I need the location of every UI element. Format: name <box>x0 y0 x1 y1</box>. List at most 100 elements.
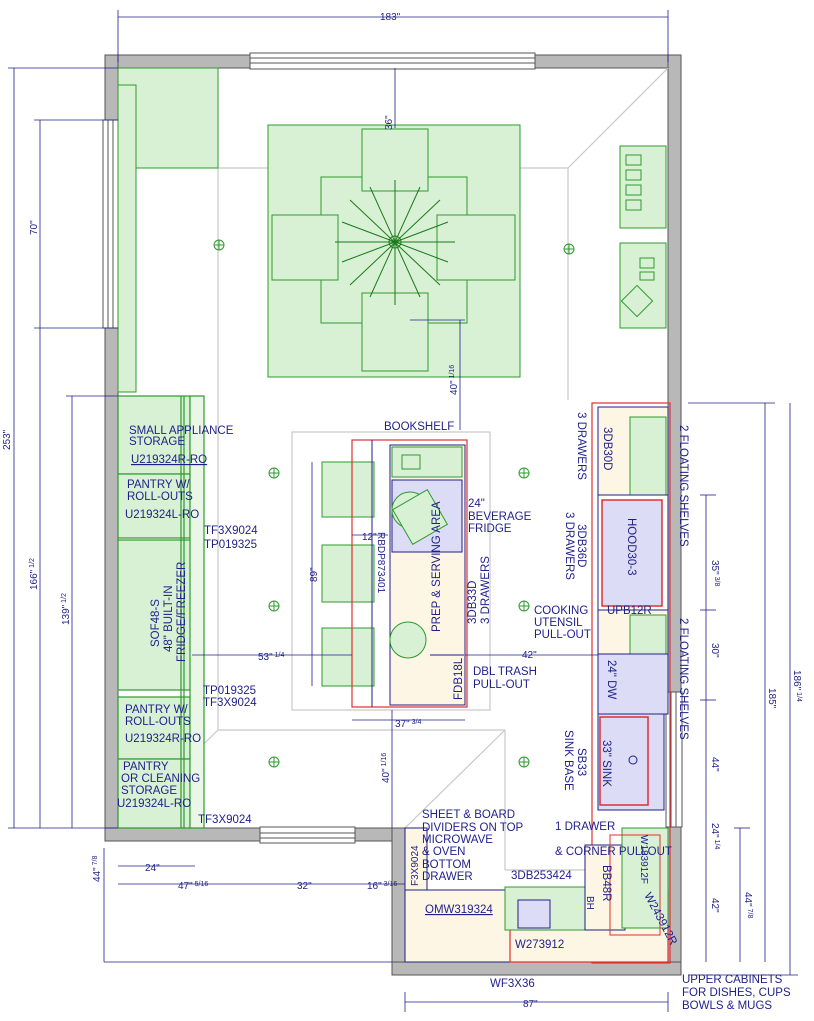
windows <box>102 52 683 844</box>
label-floating-shelves-2: 2 FLOATING SHELVES <box>677 618 689 740</box>
wall-alcove-left <box>391 827 406 976</box>
cleaning-storage-cabinet <box>117 758 191 829</box>
pantry-roll-outs-upper <box>117 473 191 539</box>
label-pullout-2: PULL-OUT <box>534 629 591 641</box>
dim-32: 32" <box>297 881 312 892</box>
label-pull-out: PULL-OUT <box>473 679 530 691</box>
dim-37-fraction: 3/4 <box>410 719 422 726</box>
island-outline <box>291 431 491 711</box>
dim-35: 35" 3/8 <box>709 560 720 586</box>
label-pantry-w: PANTRY W/ <box>127 479 190 491</box>
chair-left <box>271 214 339 281</box>
recessed-lights <box>213 239 575 768</box>
label-drawer: DRAWER <box>422 871 473 883</box>
dim-44: 44" <box>709 757 720 772</box>
label-fridge-freezer: FRIDGE/FREEZER <box>176 562 188 662</box>
label-roll-outs-2: ROLL-OUTS <box>125 716 191 728</box>
label-roll-outs: ROLL-OUTS <box>127 491 193 503</box>
dim-185: 185" <box>766 688 777 709</box>
right-wall-appliances <box>619 145 667 329</box>
label-or-cleaning: OR CLEANING <box>121 773 200 785</box>
shelf-item <box>639 271 655 281</box>
label-sof48-s: SOF48-S <box>150 599 162 647</box>
label-3-drawers-b: 3 DRAWERS <box>563 512 575 580</box>
dining-area <box>117 67 521 393</box>
label-wf3x36: WF3X36 <box>490 978 535 990</box>
chair-right <box>436 214 516 281</box>
dim-44-right: 44" 7/8 <box>742 892 753 918</box>
dim-24-small-fraction: 1/4 <box>713 838 720 850</box>
label-rbdp: RBDP873401 <box>375 532 386 594</box>
dim-47-fraction: 5/16 <box>193 881 209 888</box>
cabinet-run-outline <box>591 402 671 964</box>
label-pantry-w-2: PANTRY W/ <box>125 704 188 716</box>
label-3db253424: 3DB253424 <box>511 870 572 882</box>
left-wall-cabinets <box>117 395 205 829</box>
dim-87: 87" <box>523 999 538 1010</box>
label-dw: 24" DW <box>605 660 617 699</box>
dim-40-bottom-fraction: 1/16 <box>381 753 388 769</box>
label-3-drawers-island: 3 DRAWERS <box>480 556 492 624</box>
light-icon <box>563 243 575 255</box>
label-storage: STORAGE <box>129 436 185 448</box>
dim-left-166: 166" 1/2 <box>29 558 40 590</box>
stool <box>321 544 375 603</box>
wall-bottom-left <box>104 827 261 842</box>
shelf-item <box>625 169 642 181</box>
dim-53-fraction: 1/4 <box>273 652 285 659</box>
dim-30: 30" <box>709 643 720 658</box>
label-sheet-board: SHEET & BOARD <box>422 809 515 821</box>
dim-40-top: 40" 1/16 <box>449 365 460 395</box>
label-3-drawers-a: 3 DRAWERS <box>575 412 587 480</box>
label-w273912: W273912 <box>515 939 564 951</box>
label-3db33d: 3DB33D <box>467 581 479 624</box>
light-icon <box>518 600 530 612</box>
dim-35-fraction: 3/8 <box>713 575 720 587</box>
stool <box>321 461 375 518</box>
bb48r-cabinet <box>584 844 626 931</box>
light-icon <box>268 756 280 768</box>
label-1-drawer: 1 DRAWER <box>555 821 615 833</box>
label-u219324l-ro-1: U219324L-RO <box>125 509 199 521</box>
dimension-text: 183" 253" 70" 166" 1/2 139" 1/2 36" 40" … <box>2 12 802 1010</box>
label-omw319324: OMW319324 <box>425 904 493 916</box>
light-icon <box>268 467 280 479</box>
dim-53: 53" 1/4 <box>258 652 284 663</box>
window-left <box>102 119 120 329</box>
appliance-box <box>517 899 551 929</box>
window-top <box>249 52 536 70</box>
label-upb12r: UPB12R <box>607 605 652 617</box>
wall-alcove-bottom <box>391 961 682 976</box>
label-floating-shelves-1: 2 FLOATING SHELVES <box>677 425 689 547</box>
label-fdb18l: FDB18L <box>453 657 465 700</box>
bottom-alcove <box>404 827 669 963</box>
dim-37: 37" 3/4 <box>395 719 421 730</box>
dim-left-166-fraction: 1/2 <box>29 558 36 570</box>
dim-top-width: 183" <box>380 12 401 23</box>
light-icon <box>518 467 530 479</box>
dim-36: 36" <box>384 115 395 130</box>
dim-186-fraction: 1/4 <box>795 690 802 702</box>
island-counter <box>351 439 468 708</box>
label-sb33: SB33 <box>575 748 587 776</box>
label-sink: 33" SINK <box>600 740 612 787</box>
label-u219324r-ro-2: U219324R-RO <box>125 733 201 745</box>
dim-47: 47" 5/16 <box>178 881 208 892</box>
label-dividers: DIVIDERS ON TOP <box>422 822 524 834</box>
label-corner-pullout: & CORNER PULLOUT <box>555 846 672 858</box>
label-storage-2: STORAGE <box>121 785 177 797</box>
island <box>291 431 491 711</box>
chair-bottom <box>361 292 429 372</box>
light-icon <box>213 239 225 251</box>
window-bottom <box>259 826 356 844</box>
chandelier-icon <box>335 180 455 305</box>
label-3db30d: 3DB30D <box>601 427 613 470</box>
label-cooking: COOKING <box>534 605 588 617</box>
range-hood <box>601 499 663 607</box>
small-appliance-cabinet <box>117 395 191 475</box>
label-u219324r-ro-1: U219324R-RO <box>131 454 207 466</box>
light-icon <box>268 600 280 612</box>
dim-186: 186" 1/4 <box>791 670 802 702</box>
prep-bowl-icon <box>389 621 427 659</box>
